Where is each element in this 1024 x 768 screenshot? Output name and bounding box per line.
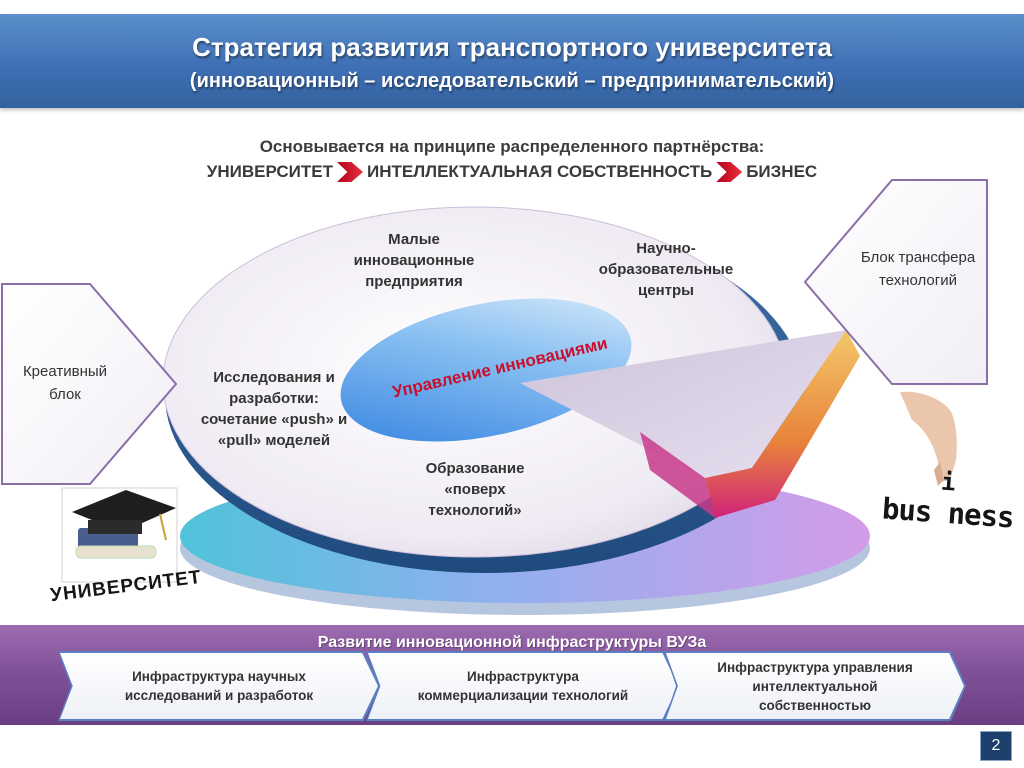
rnd-label: Исследования и разработки: сочетание «pu… <box>200 369 348 449</box>
infra-commercialization-label: Инфраструктура коммерциализации технолог… <box>417 669 629 703</box>
partnership-chain: УНИВЕРСИТЕТ ИНТЕЛЛЕКТУАЛЬНАЯ СОБСТВЕННОС… <box>0 159 1024 185</box>
infra-ip: Инфраструктура управления интеллектуальн… <box>666 653 964 719</box>
chain-business: БИЗНЕС <box>746 162 818 181</box>
business-letter-i: i <box>940 467 956 497</box>
hand-icon <box>900 391 957 486</box>
infra-rnd: Инфраструктура научных исследований и ра… <box>60 653 378 719</box>
education-label: Образование «поверх технологий» <box>425 460 525 519</box>
title-banner: Стратегия развития транспортного универс… <box>0 14 1024 108</box>
research-centers-label: Научно-образовательные центры <box>598 240 734 299</box>
page-subtitle: (инновационный – исследовательский – пре… <box>189 70 835 92</box>
infrastructure-title: Развитие инновационной инфраструктуры ВУ… <box>317 634 707 651</box>
chain-ip: ИНТЕЛЛЕКТУАЛЬНАЯ СОБСТВЕННОСТЬ <box>367 162 713 181</box>
chain-university: УНИВЕРСИТЕТ <box>206 162 334 181</box>
tech-transfer-block: Блок трансфера технологий <box>860 249 976 289</box>
principle-text: Основывается на принципе распределенного… <box>259 137 765 156</box>
chevron-right-icon <box>337 162 364 182</box>
infra-rnd-label: Инфраструктура научных исследований и ра… <box>124 669 314 703</box>
small-enterprises-label: Малые инновационные предприятия <box>353 231 475 290</box>
page-title: Стратегия развития транспортного универс… <box>192 32 832 62</box>
page-number: 2 <box>980 731 1012 761</box>
chevron-right-icon <box>716 162 743 182</box>
graduation-cap-icon <box>61 487 178 583</box>
creative-block: Креативный блок <box>22 363 108 403</box>
infra-ip-label: Инфраструктура управления интеллектуальн… <box>717 659 913 713</box>
infra-commercialization: Инфраструктура коммерциализации технолог… <box>368 653 678 719</box>
